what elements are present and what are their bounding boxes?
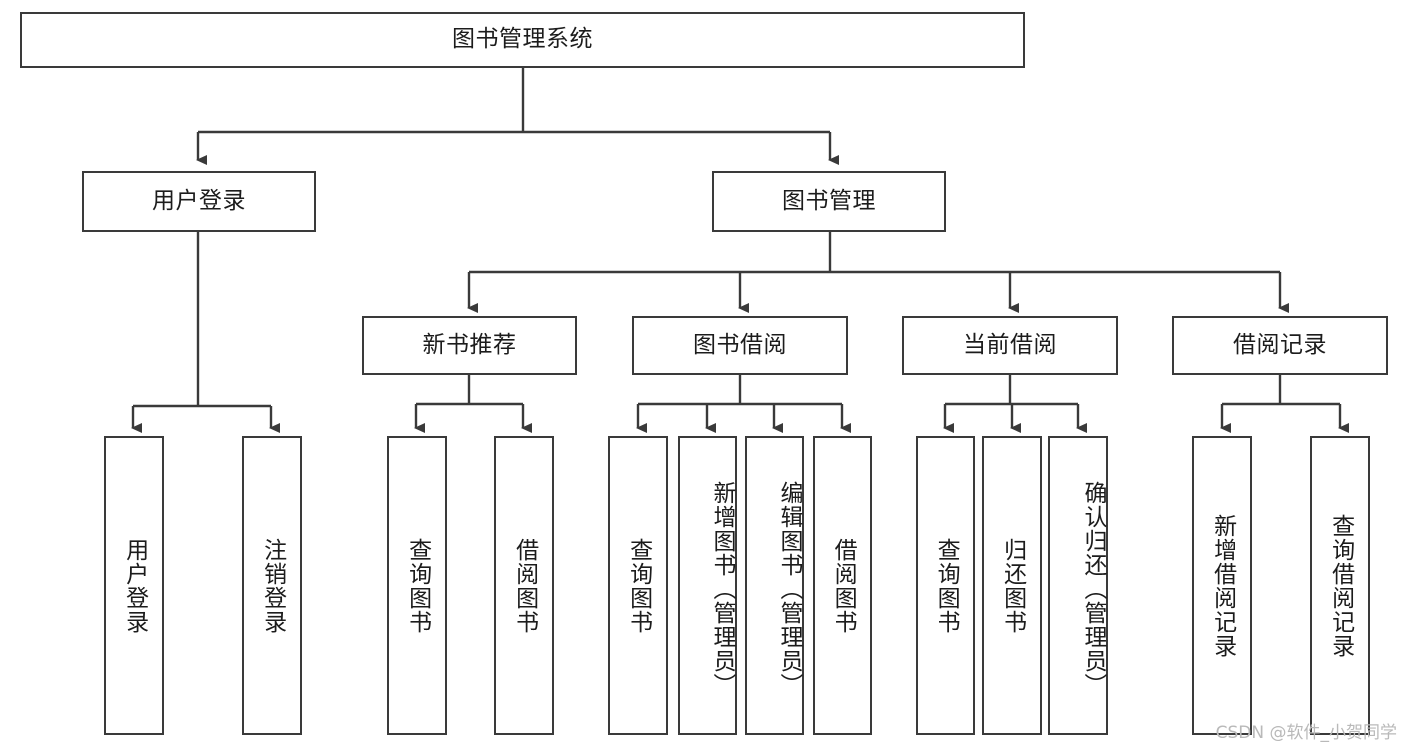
node-current-borrow[interactable]: 当前借阅 (902, 316, 1118, 375)
node-leaf-borrow-book-1[interactable]: 借阅图书 (494, 436, 554, 735)
node-borrow-record[interactable]: 借阅记录 (1172, 316, 1388, 375)
node-leaf-confirm-return[interactable]: 确认归还（管理员） (1048, 436, 1108, 735)
node-leaf-query-book-1[interactable]: 查询图书 (387, 436, 447, 735)
node-leaf-borrow-book-2[interactable]: 借阅图书 (813, 436, 872, 735)
node-leaf-logout[interactable]: 注销登录 (242, 436, 302, 735)
node-root-system[interactable]: 图书管理系统 (20, 12, 1025, 68)
node-book-borrow[interactable]: 图书借阅 (632, 316, 848, 375)
node-leaf-edit-book[interactable]: 编辑图书（管理员） (745, 436, 804, 735)
node-leaf-return-book[interactable]: 归还图书 (982, 436, 1042, 735)
node-leaf-add-book[interactable]: 新增图书（管理员） (678, 436, 737, 735)
node-leaf-query-record[interactable]: 查询借阅记录 (1310, 436, 1370, 735)
node-leaf-add-record[interactable]: 新增借阅记录 (1192, 436, 1252, 735)
node-leaf-query-book-2[interactable]: 查询图书 (608, 436, 668, 735)
watermark-text: CSDN @软件_小贺同学 (1215, 723, 1397, 743)
node-leaf-query-book-3[interactable]: 查询图书 (916, 436, 975, 735)
node-leaf-user-login[interactable]: 用户登录 (104, 436, 164, 735)
node-new-book-recommend[interactable]: 新书推荐 (362, 316, 577, 375)
node-user-login[interactable]: 用户登录 (82, 171, 316, 232)
node-book-manage[interactable]: 图书管理 (712, 171, 946, 232)
